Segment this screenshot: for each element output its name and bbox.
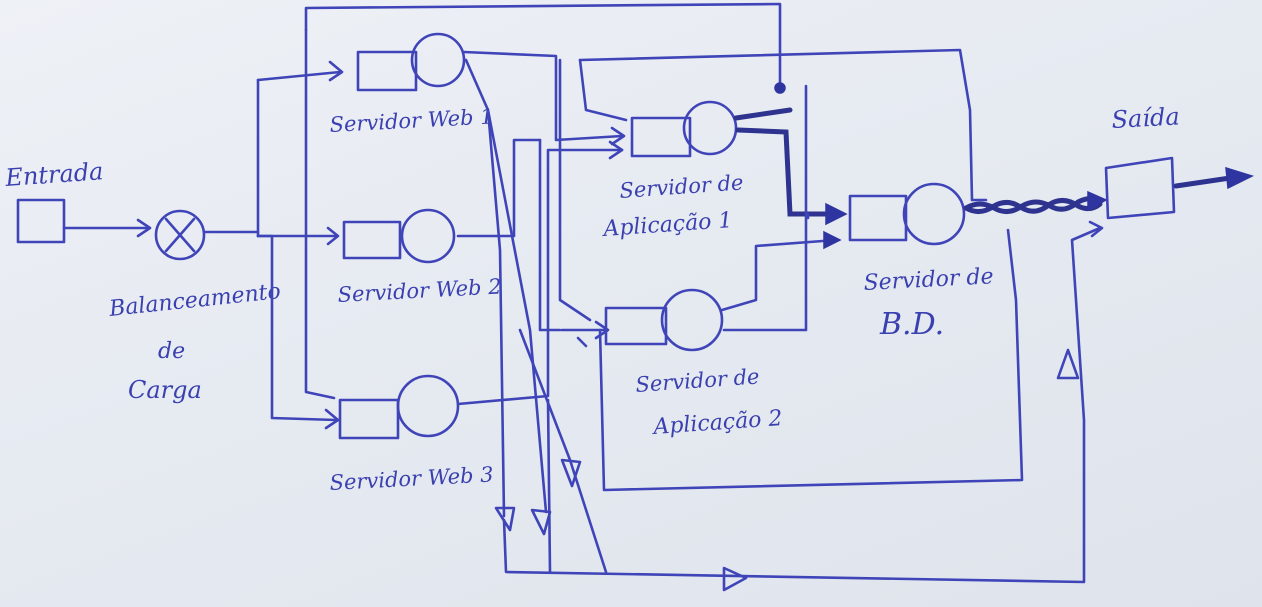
web2-label: Servidor Web 2 <box>337 274 502 307</box>
app-server-1: Servidor de Aplicação 1 <box>601 102 744 242</box>
web-server-2: Servidor Web 2 <box>337 210 502 307</box>
web1-label: Servidor Web 1 <box>329 104 494 137</box>
app-to-db-connections <box>722 86 846 330</box>
web-server-1: Servidor Web 1 <box>329 34 494 137</box>
entrada-to-balancer-arrow <box>64 220 150 236</box>
db-label-line2: B.D. <box>879 307 944 342</box>
saida-label: Saída <box>1111 102 1180 134</box>
saida-node: Saída <box>1106 102 1252 218</box>
app2-label-line2: Aplicação 2 <box>651 406 784 440</box>
balancer-distribution-lines <box>204 62 342 428</box>
db-label-line1: Servidor de <box>863 264 994 296</box>
web-server-3: Servidor Web 3 <box>329 376 494 495</box>
balancer-label-line1: Balanceamento <box>107 279 282 322</box>
balancer-label-line2: de <box>158 339 185 364</box>
app1-label-line1: Servidor de <box>619 170 744 203</box>
web3-label: Servidor Web 3 <box>329 462 494 495</box>
app-server-2: Servidor de Aplicação 2 <box>606 290 783 440</box>
entrada-label: Entrada <box>3 157 104 192</box>
feedback-loop-top <box>306 4 785 398</box>
db-to-saida-chain <box>966 192 1106 212</box>
balancer-label-line3: Carga <box>128 376 202 404</box>
load-balancer-node: Balanceamento de Carga <box>107 211 282 404</box>
app2-label-line1: Servidor de <box>635 364 760 397</box>
app1-label-line2: Aplicação 1 <box>601 208 734 242</box>
